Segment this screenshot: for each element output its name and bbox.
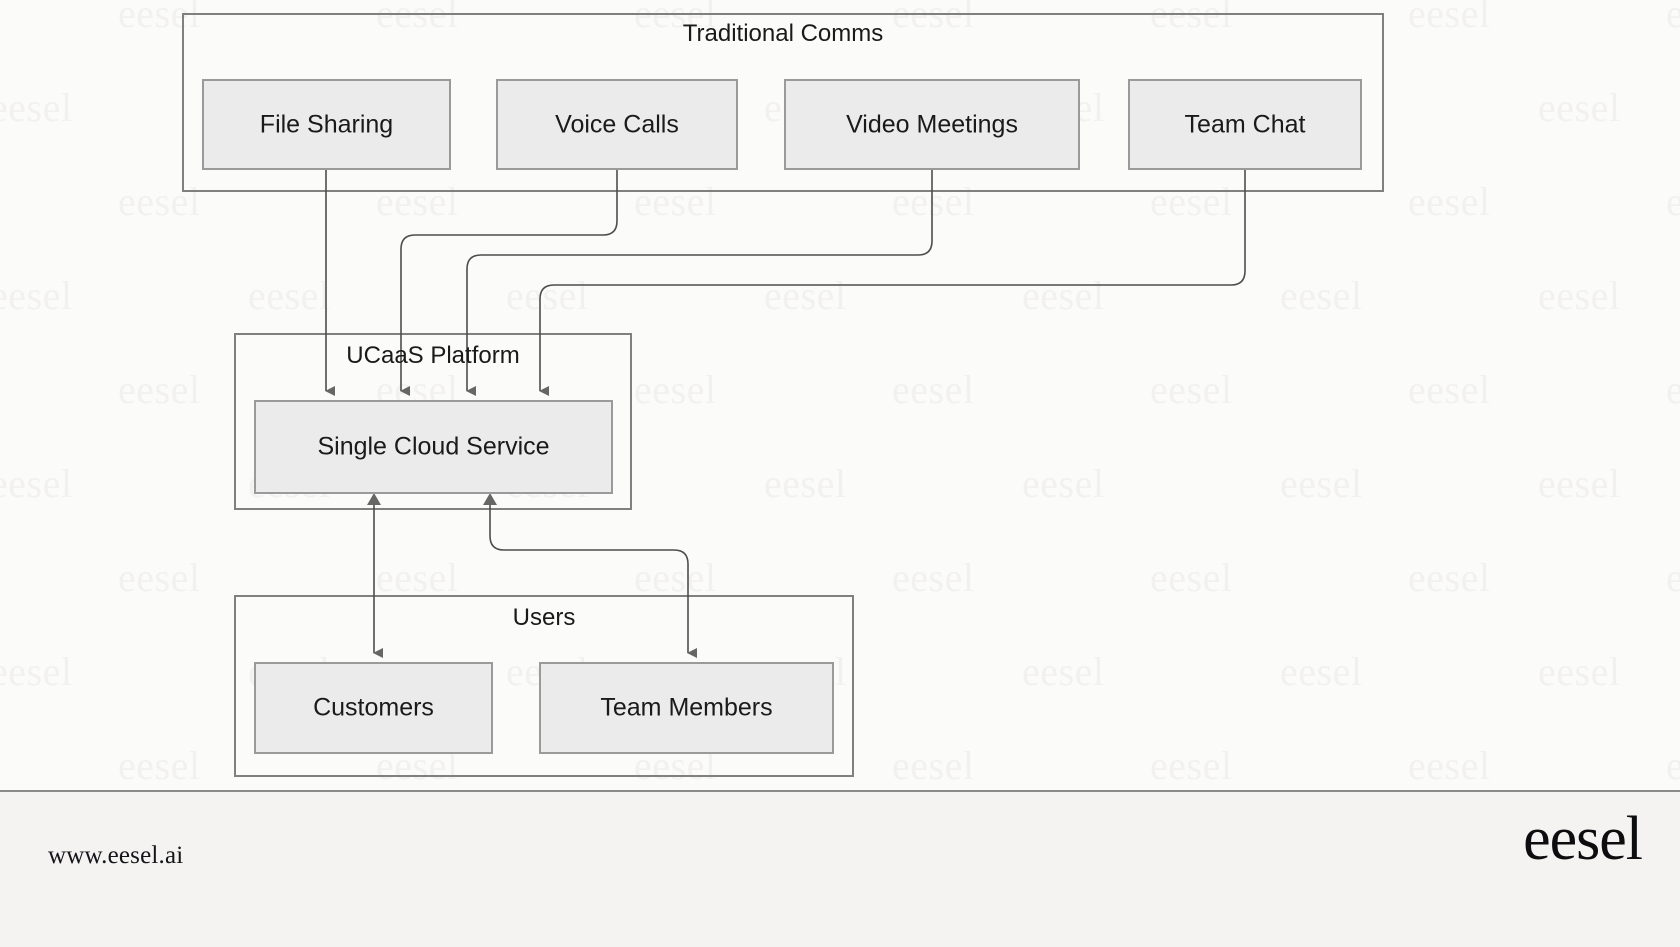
node-customers[interactable] xyxy=(254,662,493,754)
edge-team-chat-to-cloud xyxy=(539,169,1246,396)
node-team-members[interactable] xyxy=(539,662,834,754)
node-label-team-members: Team Members xyxy=(600,693,773,722)
arrowhead-customers-to-cloud xyxy=(367,493,381,505)
group-title-users: Users xyxy=(512,604,576,631)
edge-cloud-to-team-members xyxy=(489,505,697,658)
node-boxes xyxy=(202,79,1362,754)
node-label-customers: Customers xyxy=(313,693,434,722)
group-title-traditional-comms: Traditional Comms xyxy=(682,20,884,47)
arrowhead-team-members-to-cloud xyxy=(483,493,497,505)
node-label-team-chat: Team Chat xyxy=(1184,110,1306,138)
node-video-meetings[interactable] xyxy=(784,79,1080,170)
group-users xyxy=(234,595,854,777)
node-file-sharing[interactable] xyxy=(202,79,451,170)
node-label-file-sharing: File Sharing xyxy=(259,110,394,138)
node-label-voice-calls: Voice Calls xyxy=(555,110,679,138)
footer-url[interactable]: www.eesel.ai xyxy=(48,842,184,869)
footer-bar: www.eesel.ai eesel xyxy=(0,790,1680,947)
node-team-chat[interactable] xyxy=(1128,79,1362,170)
group-title-ucaas-platform: UCaaS Platform xyxy=(346,342,520,369)
flowchart-svg xyxy=(182,13,1384,777)
node-label-video-meetings: Video Meetings xyxy=(846,110,1018,138)
node-label-single-cloud-service: Single Cloud Service xyxy=(317,432,550,461)
edge-video-meetings-to-cloud xyxy=(466,169,933,396)
eesel-logo: eesel xyxy=(1523,805,1643,873)
node-single-cloud-service[interactable] xyxy=(254,400,613,494)
group-ucaas-platform xyxy=(234,333,632,510)
node-voice-calls[interactable] xyxy=(496,79,738,170)
edge-connectors xyxy=(325,169,1246,658)
group-traditional-comms xyxy=(182,13,1384,192)
group-containers xyxy=(182,13,1384,777)
edge-voice-calls-to-cloud xyxy=(400,169,618,396)
